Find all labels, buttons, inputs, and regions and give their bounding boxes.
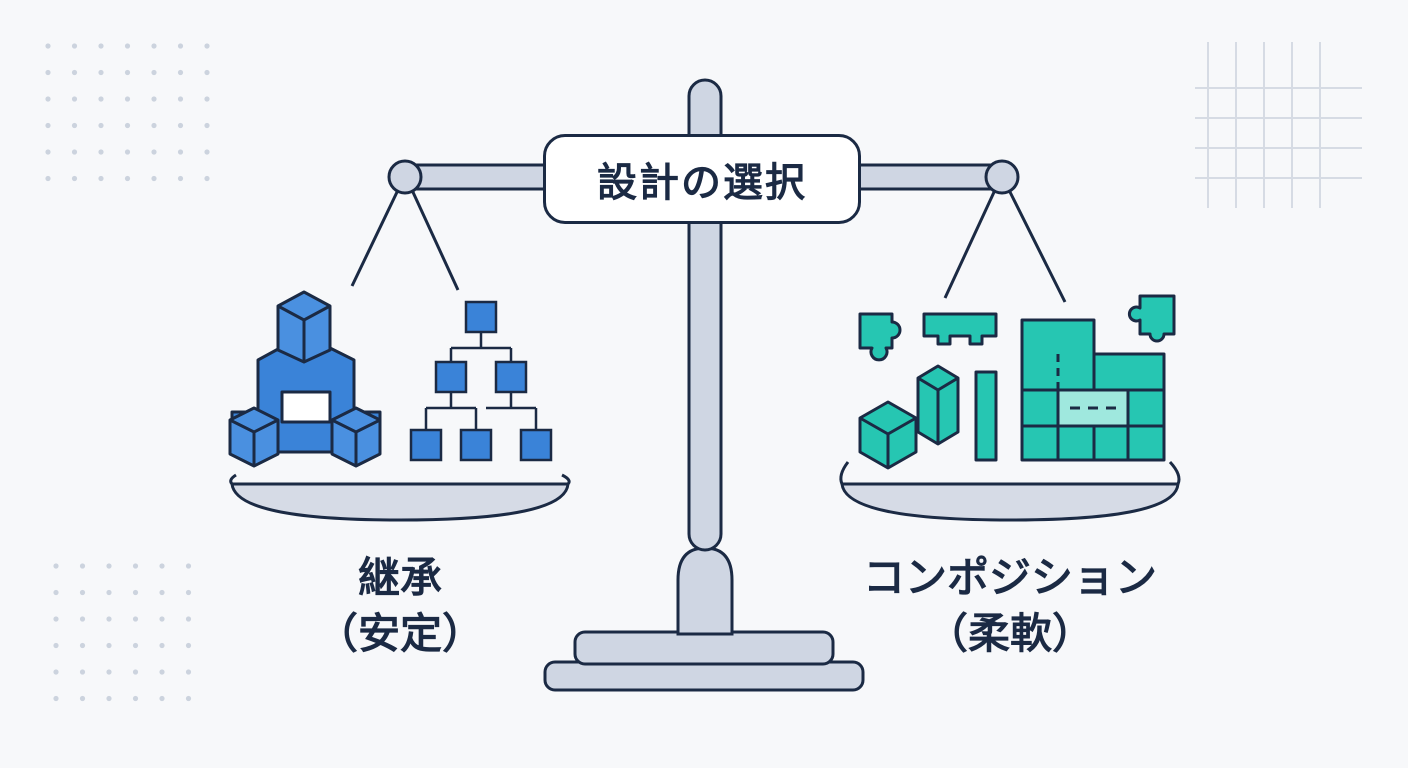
grid-dot bbox=[204, 175, 210, 182]
scale-base bbox=[543, 546, 865, 692]
grid-dot bbox=[159, 669, 165, 675]
left-option-trait: （安定） bbox=[315, 609, 484, 658]
grid-dot bbox=[106, 616, 112, 622]
grid-dot bbox=[53, 695, 59, 702]
grid-dot bbox=[53, 616, 59, 622]
right-pivot bbox=[984, 159, 1020, 195]
grid-dot bbox=[79, 669, 86, 675]
grid-dot bbox=[106, 695, 112, 702]
grid-dot bbox=[45, 96, 51, 102]
grid-dot bbox=[53, 642, 59, 649]
grid-dot bbox=[177, 43, 184, 49]
grid-dot bbox=[177, 175, 184, 182]
grid-dot bbox=[159, 642, 165, 649]
pan-strings bbox=[350, 189, 1067, 303]
grid-dot bbox=[185, 589, 192, 596]
grid-dot bbox=[159, 695, 165, 702]
grid-dot bbox=[204, 122, 210, 129]
grid-dot bbox=[204, 149, 210, 155]
grid-dot bbox=[98, 175, 104, 182]
right-pan bbox=[839, 460, 1181, 522]
dot-grid-bottom-left bbox=[53, 563, 192, 702]
grid-dot bbox=[71, 149, 78, 155]
grid-dot bbox=[185, 669, 192, 675]
grid-dot bbox=[159, 589, 165, 596]
grid-dot bbox=[151, 175, 157, 182]
grid-dot bbox=[151, 43, 157, 49]
left-option-name: 継承 bbox=[357, 553, 442, 602]
grid-dot bbox=[124, 175, 131, 182]
grid-dot bbox=[177, 122, 184, 129]
grid-dot bbox=[204, 43, 210, 49]
grid-dot bbox=[124, 43, 131, 49]
grid-dot bbox=[71, 43, 78, 49]
puzzle-pieces-icon bbox=[858, 294, 1176, 470]
grid-dot bbox=[53, 563, 59, 569]
grid-dot bbox=[71, 96, 78, 102]
grid-dot bbox=[124, 149, 131, 155]
grid-dot bbox=[45, 122, 51, 129]
grid-dot bbox=[98, 96, 104, 102]
grid-dot bbox=[124, 96, 131, 102]
grid-dot bbox=[98, 69, 104, 76]
grid-dot bbox=[132, 642, 139, 649]
left-pivot bbox=[387, 159, 423, 195]
grid-dot bbox=[106, 642, 112, 649]
left-option-caption: 継承 （安定） bbox=[230, 550, 570, 662]
grid-dot bbox=[151, 122, 157, 129]
grid-dot bbox=[98, 149, 104, 155]
grid-dot bbox=[98, 43, 104, 49]
grid-dot bbox=[106, 669, 112, 675]
grid-dot bbox=[106, 589, 112, 596]
grid-dot bbox=[132, 669, 139, 675]
right-option-caption: コンポジション （柔軟） bbox=[800, 550, 1220, 662]
grid-dot bbox=[185, 616, 192, 622]
grid-dot bbox=[45, 149, 51, 155]
grid-dot bbox=[98, 122, 104, 129]
hierarchy-tree-icon bbox=[409, 300, 553, 462]
grid-dot bbox=[79, 642, 86, 649]
grid-dot bbox=[132, 563, 139, 569]
grid-dot bbox=[204, 96, 210, 102]
grid-dot bbox=[79, 616, 86, 622]
title-label: 設計の選択 bbox=[543, 134, 861, 224]
stacked-cubes-icon bbox=[228, 290, 382, 468]
grid-dot bbox=[53, 669, 59, 675]
grid-dot bbox=[71, 69, 78, 76]
grid-dot bbox=[45, 69, 51, 76]
right-option-trait: （柔軟） bbox=[925, 609, 1094, 658]
grid-dot bbox=[53, 589, 59, 596]
left-pan bbox=[229, 473, 571, 522]
grid-dot bbox=[79, 563, 86, 569]
grid-dot bbox=[124, 122, 131, 129]
grid-dot bbox=[45, 175, 51, 182]
grid-dot bbox=[79, 589, 86, 596]
grid-dot bbox=[185, 642, 192, 649]
dot-grid-top-left bbox=[45, 43, 210, 182]
grid-dot bbox=[177, 96, 184, 102]
grid-dot bbox=[151, 96, 157, 102]
grid-dot bbox=[132, 616, 139, 622]
grid-dot bbox=[71, 175, 78, 182]
grid-dot bbox=[132, 695, 139, 702]
grid-dot bbox=[132, 589, 139, 596]
grid-dot bbox=[151, 149, 157, 155]
grid-dot bbox=[177, 149, 184, 155]
grid-dot bbox=[106, 563, 112, 569]
grid-dot bbox=[177, 69, 184, 76]
grid-dot bbox=[124, 69, 131, 76]
grid-dot bbox=[159, 563, 165, 569]
line-grid-top-right bbox=[1195, 42, 1362, 208]
grid-dot bbox=[185, 563, 192, 569]
grid-dot bbox=[45, 43, 51, 49]
grid-dot bbox=[204, 69, 210, 76]
grid-dot bbox=[151, 69, 157, 76]
grid-dot bbox=[159, 616, 165, 622]
right-option-name: コンポジション bbox=[862, 553, 1157, 602]
grid-dot bbox=[79, 695, 86, 702]
modular-blocks-icon bbox=[1020, 318, 1166, 462]
grid-dot bbox=[71, 122, 78, 129]
grid-dot bbox=[185, 695, 192, 702]
